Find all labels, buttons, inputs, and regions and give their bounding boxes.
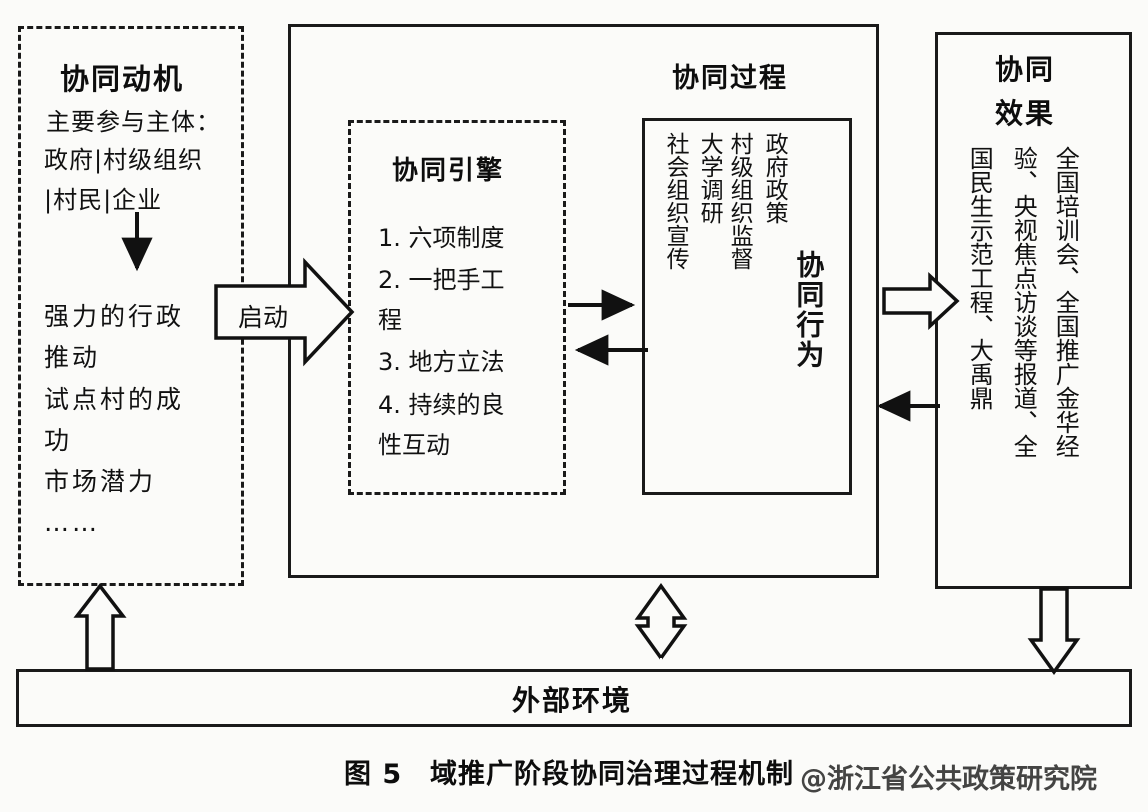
motivation-participants-line1: 政府|村级组织 — [44, 146, 204, 174]
effect-panel-title-line1: 协同 — [995, 53, 1056, 86]
effect-column-1: 全国培训会、全国推广金华经 — [1051, 146, 1080, 458]
behavior-column-3: 大学调研 — [696, 132, 723, 224]
figure-caption-text: 域推广阶段协同治理过程机制 — [430, 759, 794, 790]
engine-item-2: 2. 一把手工 — [378, 266, 505, 294]
engine-item-4: 4. 持续的良 — [378, 391, 505, 419]
engine-item-4-wrap: 性互动 — [378, 431, 450, 459]
figure-caption-number: 图 5 — [344, 759, 403, 790]
effect-to-environment-arrow — [1027, 587, 1081, 675]
behavior-column-2: 村级组织监督 — [726, 132, 753, 270]
motivation-participants-label: 主要参与主体： — [46, 108, 221, 136]
process-panel-title: 协同过程 — [672, 63, 788, 94]
motivation-panel-title: 协同动机 — [60, 62, 185, 96]
effect-column-3: 国民生示范工程、大禹鼎 — [965, 146, 994, 410]
engine-title: 协同引擎 — [392, 156, 505, 186]
start-block-arrow — [214, 257, 355, 367]
watermark-label: @浙江省公共政策研究院 — [800, 764, 1097, 795]
behavior-column-4: 社会组织宣传 — [662, 132, 689, 270]
motivation-factors-list: 强力的行政 推动 试点村的成 功 市场潜力 …… — [44, 302, 185, 538]
behavior-column-1: 政府政策 — [761, 132, 788, 224]
environment-bar — [16, 669, 1132, 727]
effect-column-2: 验、央视焦点访谈等报道、全 — [1009, 146, 1038, 458]
motivation-participants-line2: |村民|企业 — [44, 186, 163, 214]
behavior-to-effect-block-arrow — [882, 271, 960, 331]
behavior-title: 协同行为 — [792, 250, 826, 370]
start-arrow-label: 启动 — [238, 303, 289, 332]
engine-item-3: 3. 地方立法 — [378, 348, 505, 376]
environment-to-motivation-arrow — [73, 583, 127, 671]
effect-panel-title-line2: 效果 — [995, 97, 1056, 130]
environment-process-double-arrow — [634, 583, 688, 669]
environment-bar-label: 外部环境 — [512, 684, 633, 717]
engine-item-2-wrap: 程 — [378, 306, 402, 334]
engine-item-1: 1. 六项制度 — [378, 224, 505, 252]
behavior-box — [642, 118, 852, 495]
